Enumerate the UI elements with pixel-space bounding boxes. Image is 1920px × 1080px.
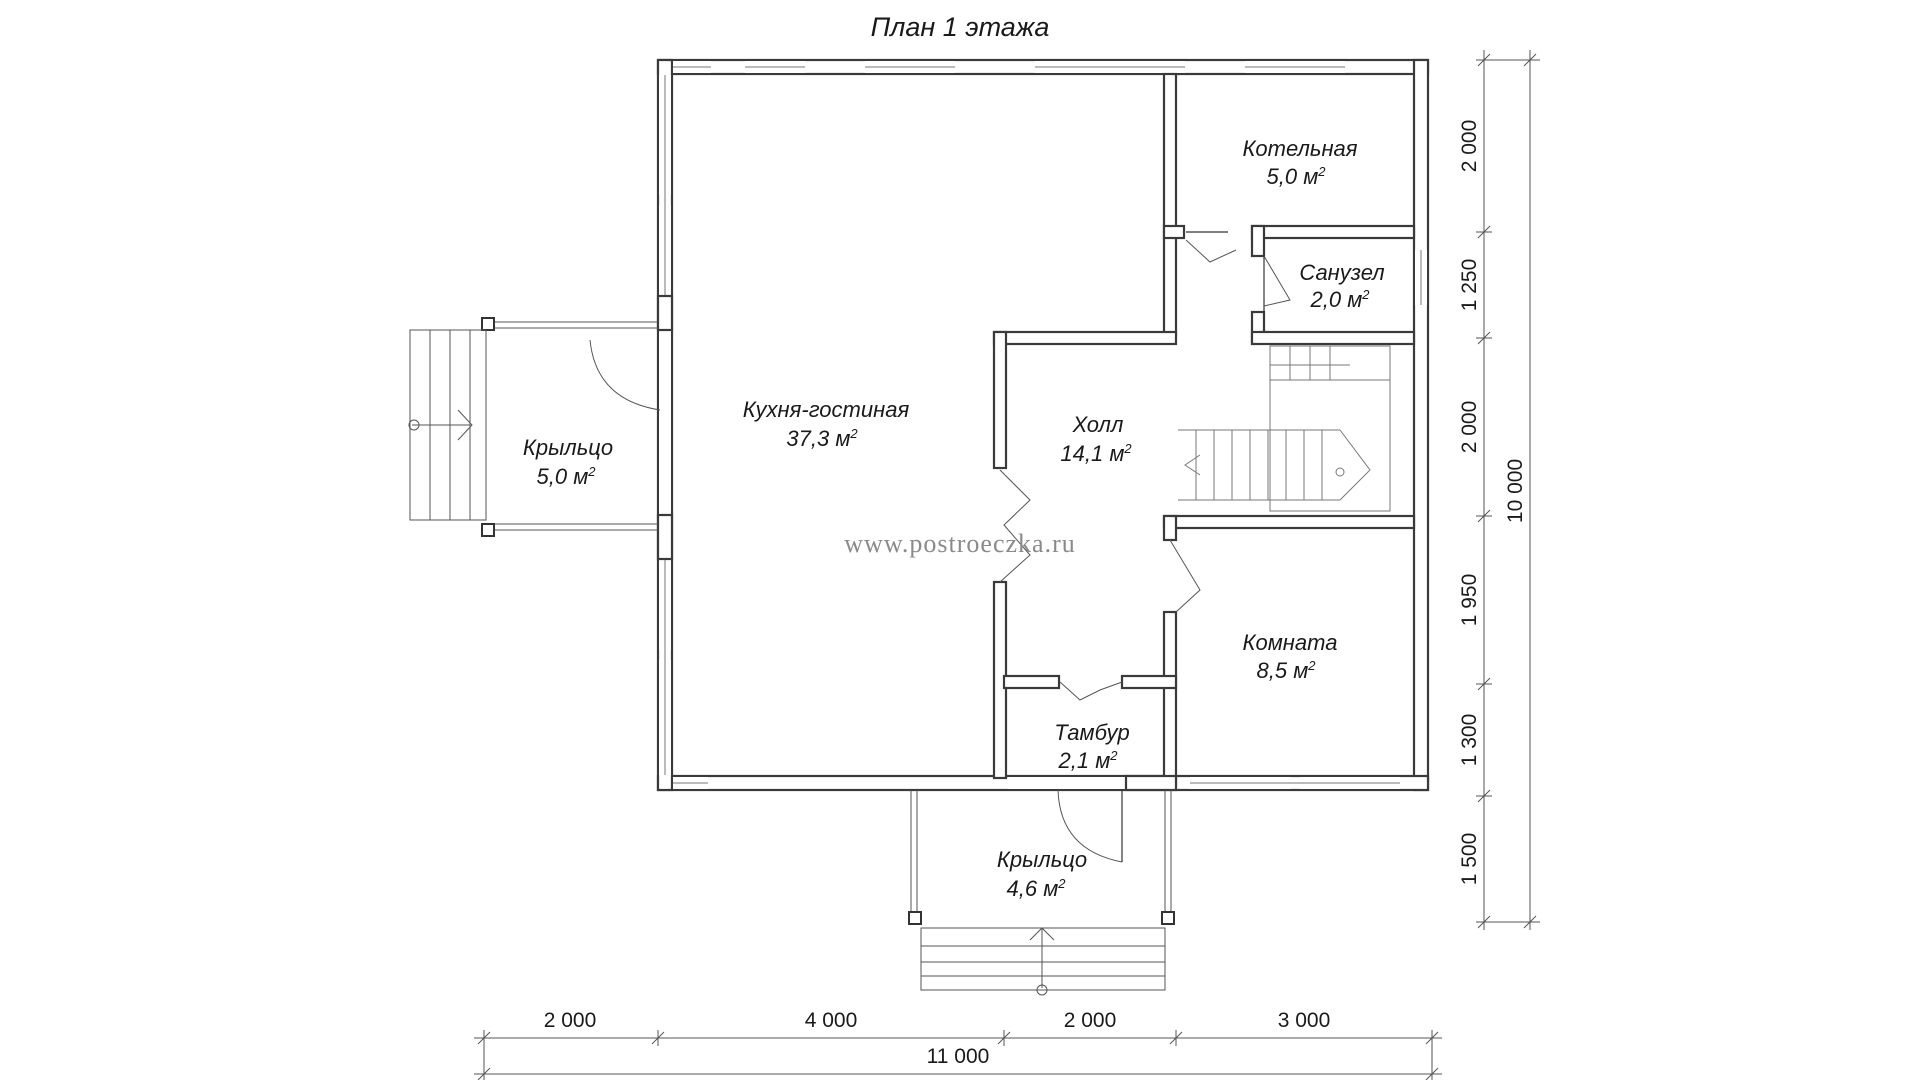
room-bedroom-area: 8,5 м2: [1256, 658, 1316, 683]
room-bathroom-area: 2,0 м2: [1309, 287, 1370, 312]
room-kitchen-living-area: 37,3 м2: [786, 426, 858, 451]
room-hall-area: 14,1 м2: [1060, 441, 1132, 466]
dim-right-total: 10 000: [1504, 459, 1527, 523]
room-vestibule-name: Тамбур: [1054, 720, 1129, 745]
room-hall-name: Холл: [1072, 412, 1124, 437]
room-kitchen-living: Кухня-гостиная 37,3 м2: [743, 397, 910, 451]
room-vestibule: Тамбур 2,1 м2: [1054, 720, 1129, 773]
room-vestibule-area: 2,1 м2: [1057, 748, 1118, 773]
room-porch-front: Крыльцо 4,6 м2: [997, 847, 1087, 901]
dim-bottom-1: 2 000: [544, 1009, 597, 1032]
room-bedroom-name: Комната: [1243, 630, 1338, 655]
room-labels: Котельная 5,0 м2 Санузел 2,0 м2 Кухня-го…: [523, 136, 1385, 901]
bottom-dimensions: 2 000 4 000 2 000 3 000 11 000: [474, 1009, 1442, 1080]
room-porch-left-area: 5,0 м2: [536, 464, 596, 489]
room-kitchen-living-name: Кухня-гостиная: [743, 397, 910, 422]
room-porch-front-name: Крыльцо: [997, 847, 1087, 872]
room-boiler-area: 5,0 м2: [1266, 164, 1326, 189]
room-hall: Холл 14,1 м2: [1060, 412, 1132, 466]
watermark: www.postroeczka.ru: [844, 529, 1075, 558]
right-dimensions: 2 000 1 250 2 000 1 950 1 300 1 500 10 0…: [1458, 50, 1540, 930]
room-bathroom: Санузел 2,0 м2: [1299, 260, 1384, 312]
dim-bottom-4: 3 000: [1278, 1009, 1331, 1032]
plan-title: План 1 этажа: [871, 12, 1050, 42]
room-boiler: Котельная 5,0 м2: [1242, 136, 1357, 189]
dim-right-6: 1 500: [1458, 833, 1481, 886]
dim-bottom-3: 2 000: [1064, 1009, 1117, 1032]
dim-right-1: 2 000: [1458, 120, 1481, 173]
left-porch: [408, 317, 658, 537]
room-porch-left: Крыльцо 5,0 м2: [523, 435, 613, 489]
exterior-walls: [656, 58, 1430, 792]
room-bedroom: Комната 8,5 м2: [1243, 630, 1338, 683]
room-bathroom-name: Санузел: [1299, 260, 1384, 285]
room-porch-left-name: Крыльцо: [523, 435, 613, 460]
bottom-porch: [908, 790, 1175, 996]
dim-right-3: 2 000: [1458, 401, 1481, 454]
stairs: [1178, 345, 1391, 512]
room-porch-front-area: 4,6 м2: [1006, 876, 1066, 901]
dim-bottom-total: 11 000: [927, 1045, 990, 1068]
interior-walls: [992, 72, 1416, 792]
dim-right-4: 1 950: [1458, 574, 1481, 627]
dim-right-5: 1 300: [1458, 714, 1481, 767]
dim-right-2: 1 250: [1458, 259, 1481, 312]
dim-bottom-2: 4 000: [805, 1009, 858, 1032]
room-boiler-name: Котельная: [1242, 136, 1357, 161]
doors: [589, 231, 1291, 863]
